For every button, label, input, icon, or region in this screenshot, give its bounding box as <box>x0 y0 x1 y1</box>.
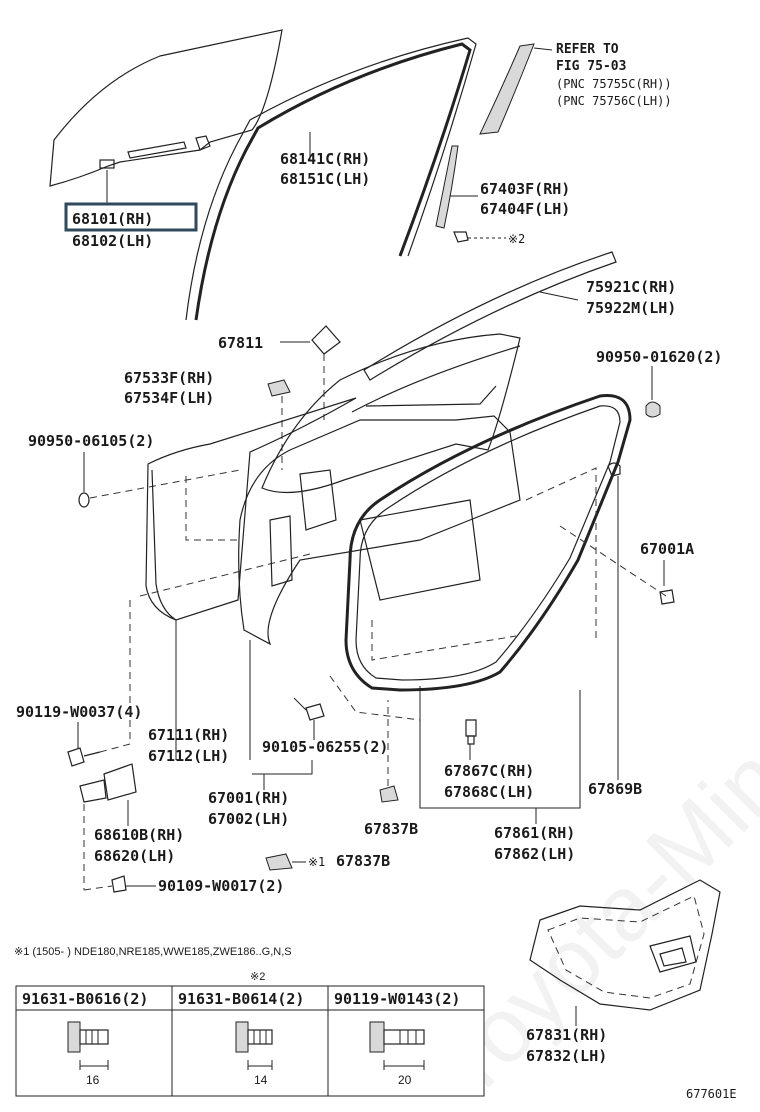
refer-line3: (PNC 75755C(RH)) <box>556 77 672 91</box>
clip-67533-drawing <box>267 379 291 397</box>
p67837b-b-label[interactable]: 67837B <box>336 852 390 870</box>
moulding-leader <box>539 291 579 301</box>
p67533-rh-label[interactable]: 67533F(RH) <box>124 369 214 387</box>
belt-moulding-drawing <box>363 251 617 381</box>
clip-67867c-drawing <box>465 719 477 745</box>
weatherstrip-drawing <box>329 394 632 721</box>
bolt-67001a-drawing <box>659 589 675 605</box>
footnote-text: ※1 (1505- ) NDE180,NRE185,WWE185,ZWE186.… <box>14 946 292 958</box>
highlight-box <box>64 202 198 232</box>
hinge-lh-label[interactable]: 68620(LH) <box>94 847 175 865</box>
cover-67811-label[interactable]: 67811 <box>218 334 263 352</box>
refer-line1: REFER TO <box>556 42 619 57</box>
w67862-label[interactable]: 67862(LH) <box>494 845 575 863</box>
screw-icon <box>453 231 506 243</box>
clip-06105-drawing <box>78 492 90 508</box>
p67534-lh-label[interactable]: 67534F(LH) <box>124 389 214 407</box>
bolt-06255-icon <box>293 697 325 721</box>
mark2-top-label: ※2 <box>508 232 525 246</box>
bolt-w0037-icon <box>67 747 101 767</box>
glass-lh-label[interactable]: 68102(LH) <box>72 232 153 250</box>
bolt-table-length-2: 14 <box>254 1073 268 1087</box>
bolt-w0017-icon <box>111 875 156 893</box>
hinge-rh-label[interactable]: 68610B(RH) <box>94 826 184 844</box>
clip-67837b-b-drawing <box>265 853 293 871</box>
seal-strip-drawing <box>435 145 459 229</box>
w67869b-label[interactable]: 67869B <box>588 780 642 798</box>
bolt-table-part-1[interactable]: 91631-B0616(2) <box>22 990 148 1008</box>
film-rh-label[interactable]: 67831(RH) <box>526 1026 607 1044</box>
bolt-16-icon <box>67 1021 109 1070</box>
clip-01620-label[interactable]: 90950-01620(2) <box>596 348 722 366</box>
refer-line4: (PNC 75756C(LH)) <box>556 94 672 108</box>
hinge-drawing <box>79 763 137 803</box>
w67861-label[interactable]: 67861(RH) <box>494 824 575 842</box>
figure-code: 677601E <box>686 1087 737 1101</box>
frame-garnish-drawing <box>479 43 553 135</box>
bolts-table: 91631-B0616(2) 91631-B0614(2) 90119-W014… <box>15 985 485 1097</box>
door-rh-label[interactable]: 67001(RH) <box>208 789 289 807</box>
p67837b-a-label[interactable]: 67837B <box>364 820 418 838</box>
panel-rh-label[interactable]: 67111(RH) <box>148 726 229 744</box>
seal-lh-label[interactable]: 67404F(LH) <box>480 200 570 218</box>
bolt-20-icon <box>369 1021 425 1070</box>
bolt-table-part-3[interactable]: 90119-W0143(2) <box>334 990 460 1008</box>
cover-67811-drawing <box>311 325 341 355</box>
clip-06105-label[interactable]: 90950-06105(2) <box>28 432 154 450</box>
door-lh-label[interactable]: 67002(LH) <box>208 810 289 828</box>
w67867c-label[interactable]: 67867C(RH) <box>444 762 534 780</box>
seal-rh-label[interactable]: 67403F(RH) <box>480 180 570 198</box>
bolt-06255-label[interactable]: 90105-06255(2) <box>262 738 388 756</box>
clip-01620-drawing <box>645 401 661 418</box>
bolt-table-length-1: 16 <box>86 1073 100 1087</box>
door-glass-drawing <box>49 29 283 187</box>
door-shell-drawing <box>238 333 521 646</box>
panel-lh-label[interactable]: 67112(LH) <box>148 747 229 765</box>
mark1-label: ※1 <box>308 855 325 869</box>
bolt-w0017-label[interactable]: 90109-W0017(2) <box>158 877 284 895</box>
service-film-drawing <box>529 879 721 1011</box>
glass-rh-label[interactable]: 68101(RH) <box>72 210 153 228</box>
clip-67837b-a-drawing <box>379 785 399 803</box>
bolt-table-part-2[interactable]: 91631-B0614(2) <box>178 990 304 1008</box>
p67001a-label[interactable]: 67001A <box>640 540 694 558</box>
refer-line2[interactable]: FIG 75-03 <box>556 59 626 74</box>
bolt-w0037-label[interactable]: 90119-W0037(4) <box>16 703 142 721</box>
footnote-mark2: ※2 <box>250 971 265 983</box>
glass-run-drawing <box>185 37 477 321</box>
moulding-lh-label[interactable]: 75922M(LH) <box>586 299 676 317</box>
door-trim-panel-drawing <box>139 397 357 621</box>
bolt-table-length-3: 20 <box>398 1073 412 1087</box>
film-lh-label[interactable]: 67832(LH) <box>526 1047 607 1065</box>
run-lh-label[interactable]: 68151C(LH) <box>280 170 370 188</box>
bolt-14-icon <box>235 1021 273 1070</box>
w67868c-label[interactable]: 67868C(LH) <box>444 783 534 801</box>
run-rh-label[interactable]: 68141C(RH) <box>280 150 370 168</box>
moulding-rh-label[interactable]: 75921C(RH) <box>586 278 676 296</box>
